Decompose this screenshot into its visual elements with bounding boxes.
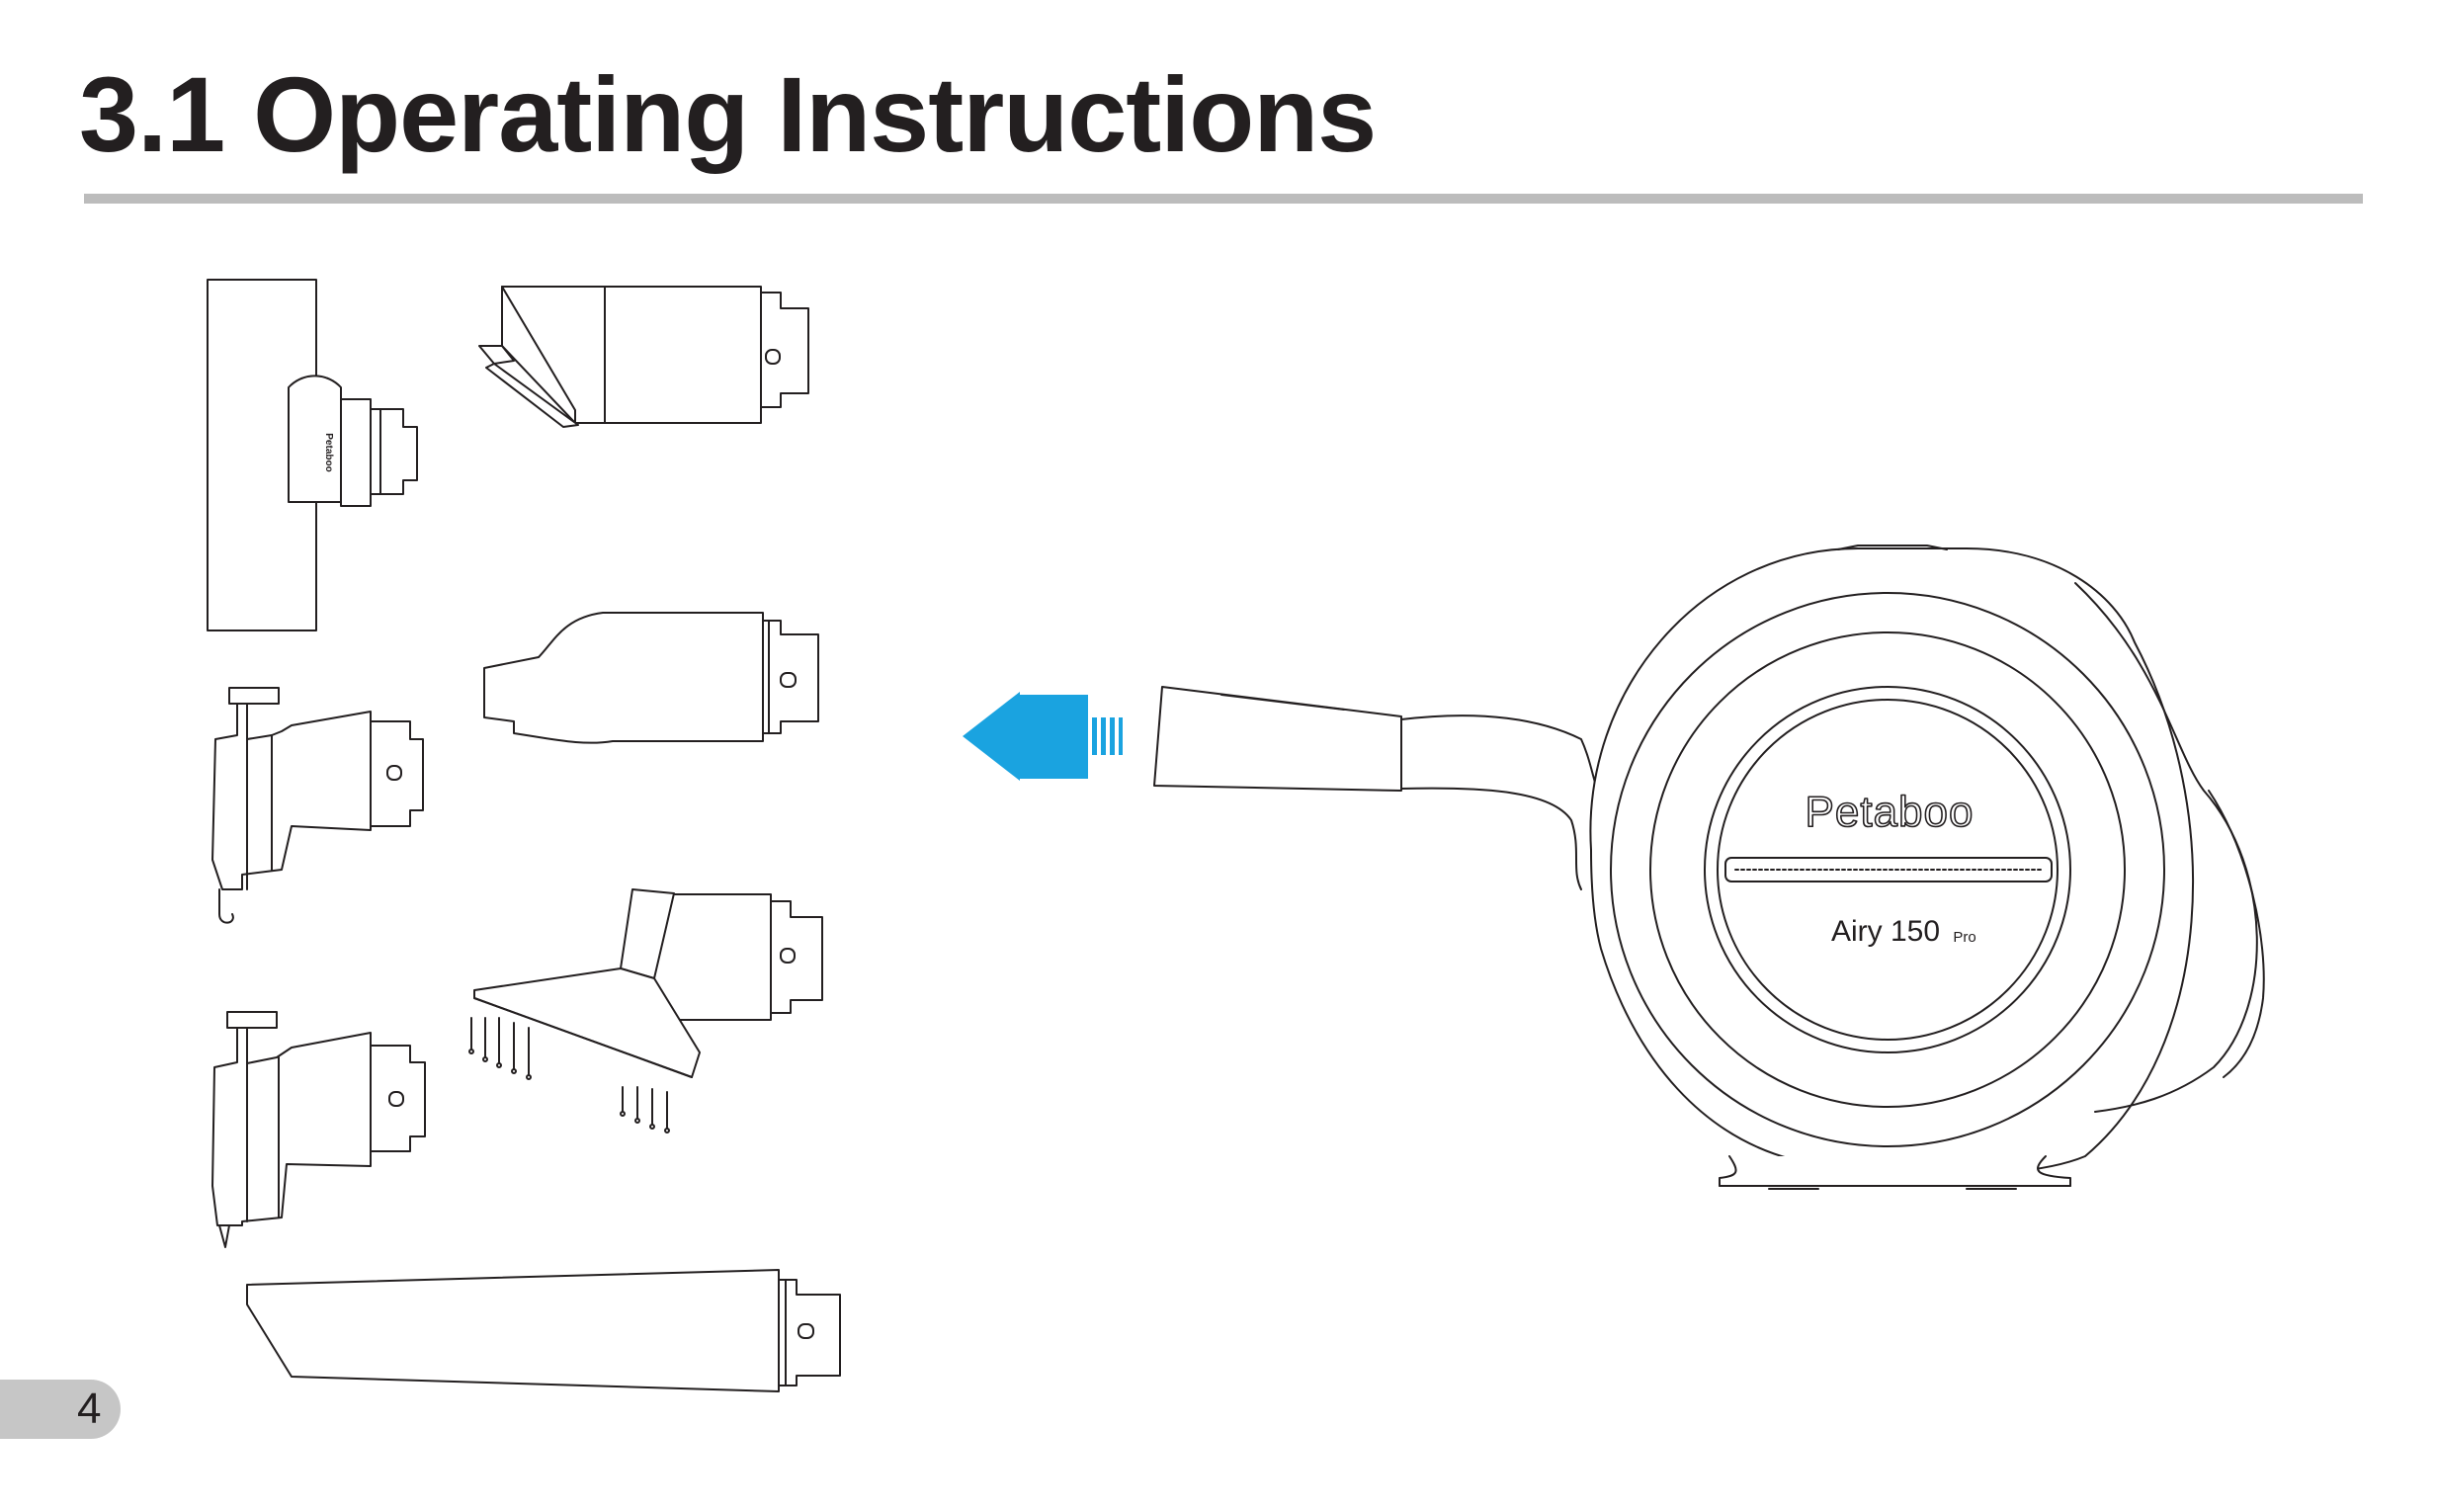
model-suffix: Pro [1953, 929, 1975, 946]
wide-brush-nozzle: Petaboo [207, 279, 418, 631]
model-name: Airy 150 [1831, 915, 1940, 948]
brand-logo: Petaboo [1806, 788, 1975, 836]
page-number-tab [0, 1380, 121, 1439]
page-title: 3.1 Operating Instructions [79, 54, 1377, 174]
long-crevice-nozzle [246, 1269, 841, 1392]
flat-angled-nozzle [478, 286, 809, 428]
title-underline [84, 194, 2363, 204]
rounded-nozzle [483, 612, 819, 744]
page-number: 4 [77, 1385, 102, 1433]
hook-adapter-upper [211, 687, 424, 924]
pet-comb-nozzle [468, 888, 823, 1134]
nozzle-brand-mark: Petaboo [323, 433, 334, 471]
hook-adapter-lower [211, 1011, 426, 1248]
insert-direction-arrow [963, 692, 1123, 781]
blower-device: Petaboo Airy 150 Pro [1153, 545, 2265, 1190]
